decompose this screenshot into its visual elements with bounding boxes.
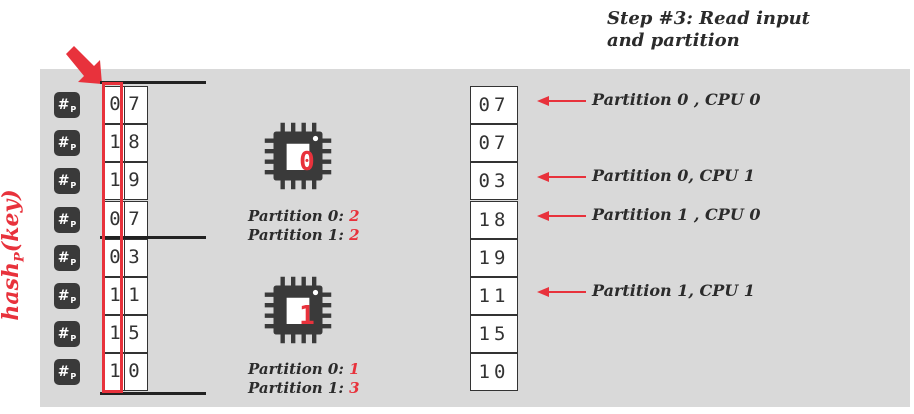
input-digit-2: 7 (128, 207, 140, 230)
partition-annotation: Partition 1, CPU 1 (592, 281, 755, 300)
output-row: 03 (470, 162, 518, 201)
hash-icon: #P (54, 130, 80, 157)
output-row: 10 (470, 353, 518, 392)
cpu-0-chip-icon (264, 122, 332, 190)
annotation-arrow-line (548, 100, 586, 102)
annotation-arrow-line (548, 176, 586, 179)
output-row: 07 (470, 124, 518, 163)
partition-annotation: Partition 0, CPU 1 (592, 166, 755, 186)
output-row: 11 (470, 277, 518, 315)
hash-icon: #P (54, 283, 80, 309)
hash-icon: #P (54, 244, 80, 271)
input-top-line (100, 81, 206, 84)
input-digit-2: 5 (128, 322, 140, 345)
step-title: Step #3: Read input and partition (607, 8, 810, 52)
annotation-arrow-line (548, 214, 586, 217)
output-row: 15 (470, 315, 518, 354)
output-row: 18 (470, 200, 518, 239)
input-digit-2: 9 (128, 169, 140, 192)
input-digit-2: 1 (128, 284, 140, 306)
annotation-arrow-line (548, 291, 586, 293)
cpu-0-counts: Partition 0: 2 Partition 1: 2 (248, 207, 360, 244)
hash-icon: #P (54, 321, 80, 348)
input-digit-2: 7 (128, 93, 140, 115)
annotation-arrow-icon (537, 96, 549, 106)
input-digit-2: 0 (128, 360, 140, 383)
input-digit-1: 1 (109, 284, 121, 306)
input-digit-1: 1 (109, 169, 121, 192)
input-digit-2: 3 (128, 245, 140, 268)
pointer-arrow-icon (66, 46, 102, 84)
output-row: 07 (470, 86, 518, 124)
cpu-1-counts: Partition 0: 1 Partition 1: 3 (248, 360, 360, 397)
annotation-arrow-icon (537, 210, 549, 221)
input-digit-1: 0 (109, 207, 121, 230)
hash-digit-highlight (102, 82, 123, 393)
hash-icon: #P (54, 168, 80, 195)
step-title-line2: and partition (607, 30, 740, 51)
step-title-line1: Step #3: Read input (607, 8, 810, 29)
input-digit-1: 1 (109, 322, 121, 345)
cpu-0-id: 0 (299, 147, 315, 177)
cpu-1-id: 1 (299, 301, 315, 331)
cpu-1-chip-icon (264, 276, 332, 344)
input-digit-1: 1 (109, 360, 121, 383)
hash-icon: #P (54, 206, 80, 233)
partition-annotation: Partition 0 , CPU 0 (592, 90, 761, 109)
output-row: 19 (470, 238, 518, 277)
annotation-arrow-icon (537, 172, 549, 183)
partition-annotation: Partition 1 , CPU 0 (592, 204, 761, 224)
annotation-arrow-icon (537, 287, 549, 297)
hash-function-label: hashP(key) (0, 189, 28, 321)
hash-icon: #P (54, 359, 80, 386)
input-middle-line (100, 236, 206, 239)
input-digit-1: 1 (109, 131, 121, 154)
input-digit-1: 0 (109, 245, 121, 268)
input-digit-2: 8 (128, 131, 140, 154)
input-digit-1: 0 (109, 93, 121, 115)
hash-icon: #P (54, 92, 80, 118)
input-bottom-line (100, 392, 206, 395)
